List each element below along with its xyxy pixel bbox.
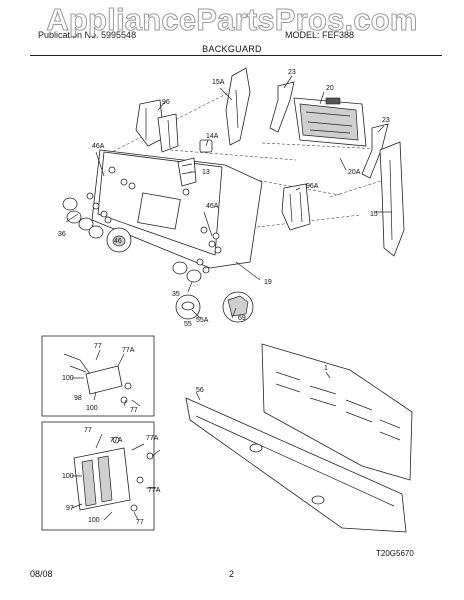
leader-lines (65, 75, 392, 521)
inset1-77: 77 (94, 343, 102, 350)
inset2-77-bottom: 77 (136, 519, 144, 526)
footer-page-number: 2 (229, 569, 235, 579)
inset1-77-bottom: 77 (130, 407, 138, 414)
callout-15a: 15A (212, 79, 225, 86)
detail-circle-55 (175, 294, 201, 320)
inset2-77a-1: 77A (110, 437, 123, 444)
inset2-100-bottom: 100 (88, 517, 100, 524)
callout-20a: 20A (348, 169, 361, 176)
knobs-35 (172, 240, 222, 283)
detail-circle-46 (106, 227, 132, 253)
callout-69: 69 (238, 315, 246, 322)
callout-15: 15 (370, 211, 378, 218)
switch-96a (281, 183, 311, 231)
callout-46a-right: 46A (206, 203, 219, 210)
callout-13: 13 (202, 169, 210, 176)
callout-55a: 55A (196, 317, 209, 324)
publication-number: Publication No. 5995548 (38, 30, 137, 40)
controller-board-20 (293, 97, 367, 147)
callout-23-top: 23 (288, 69, 296, 76)
callout-46a-left: 46A (92, 143, 105, 150)
callout-23-right: 23 (382, 117, 390, 124)
bracket-15 (379, 141, 405, 257)
callout-1: 1 (324, 365, 328, 372)
callout-96: 96 (162, 99, 170, 106)
callout-labels: 96 15A 23 20 23 14A 46A 13 20A 96A 46A 1… (58, 69, 390, 526)
inset2-97: 97 (66, 505, 74, 512)
back-panel-1 (261, 343, 413, 481)
callout-56: 56 (196, 387, 204, 394)
inset1-100-left: 100 (62, 375, 74, 382)
inset1-77a: 77A (122, 347, 135, 354)
inset2-77: 77 (84, 427, 92, 434)
inset1-100-bottom: 100 (86, 405, 98, 412)
clip-23-lower (361, 123, 389, 179)
callout-14a: 14A (206, 133, 219, 140)
inset2-100-left: 100 (62, 473, 74, 480)
rear-frame-56 (185, 397, 407, 533)
footer-date: 08/08 (30, 569, 53, 579)
bracket-15a (225, 67, 251, 146)
callout-55: 55 (184, 321, 192, 328)
inset2-77a-3: 77A (148, 487, 161, 494)
title-rule (30, 55, 442, 56)
callout-46: 46 (114, 238, 122, 245)
callout-35: 35 (172, 291, 180, 298)
diagram-code: T20G5670 (376, 549, 414, 558)
callout-20: 20 (326, 85, 334, 92)
watermark: AppliancePartsPros.com (46, 2, 418, 38)
inset-box-lower (41, 421, 155, 531)
model-number: MODEL: FEF388 (285, 30, 355, 40)
knobs-36 (62, 192, 112, 239)
inset1-98: 98 (74, 395, 82, 402)
detail-circle-69 (222, 291, 254, 323)
switch-13 (177, 157, 197, 187)
callout-96a: 96A (306, 183, 319, 190)
callout-19: 19 (264, 279, 272, 286)
inset2-77a-2: 77A (146, 435, 159, 442)
callout-36: 36 (58, 231, 66, 238)
clip-23-upper (269, 81, 295, 133)
page-title: BACKGUARD (202, 44, 262, 54)
switch-96 (135, 99, 179, 153)
